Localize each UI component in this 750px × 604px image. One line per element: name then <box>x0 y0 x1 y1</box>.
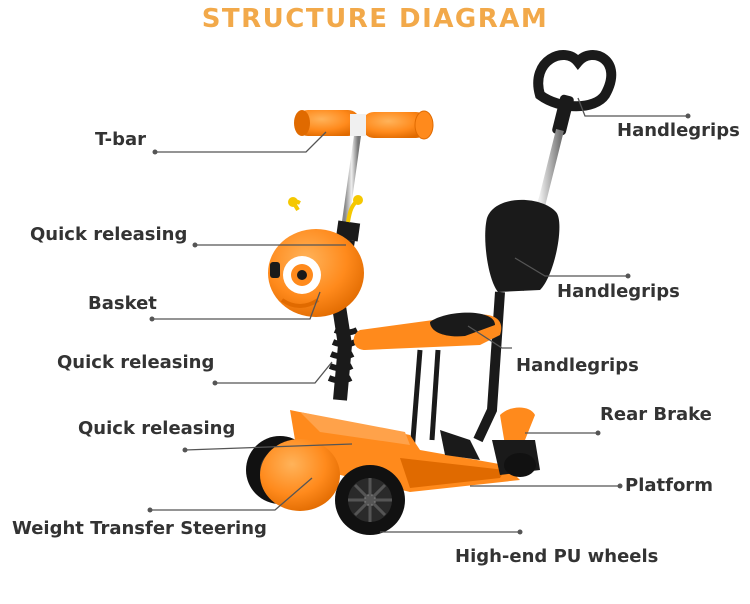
label-quick-releasing-1: Quick releasing <box>30 224 188 245</box>
label-rear-brake: Rear Brake <box>600 404 712 425</box>
seat <box>353 312 502 453</box>
leader-handlegrips-seat <box>467 325 512 349</box>
label-handlegrips-top: Handlegrips <box>617 120 740 141</box>
label-platform: Platform <box>625 475 713 496</box>
leader-t-bar <box>155 131 327 153</box>
leader-quick-releasing-2 <box>215 361 333 384</box>
label-basket: Basket <box>88 293 157 314</box>
diagram-title: STRUCTURE DIAGRAM <box>201 4 549 34</box>
platform <box>290 410 520 492</box>
label-handlegrips-seat-back: Handlegrips <box>557 281 680 302</box>
label-pu-wheels: High-end PU wheels <box>455 546 659 567</box>
leader-handlegrips-seat-back <box>514 257 628 277</box>
t-bar <box>294 110 434 140</box>
rear-wheel <box>504 453 536 477</box>
leader-dots <box>147 113 691 535</box>
leader-weight-transfer <box>150 477 313 511</box>
leader-basket <box>152 291 321 320</box>
label-quick-releasing-2: Quick releasing <box>57 352 215 373</box>
front-wheels <box>246 436 405 535</box>
leader-quick-releasing-3 <box>184 443 353 451</box>
bee-basket <box>268 195 364 317</box>
label-weight-transfer-steering: Weight Transfer Steering <box>12 518 267 539</box>
leader-lines <box>150 97 688 533</box>
label-handlegrips-seat: Handlegrips <box>516 355 639 376</box>
leader-handlegrips-top <box>577 97 688 117</box>
label-t-bar: T-bar <box>95 129 147 150</box>
label-quick-releasing-3: Quick releasing <box>78 418 236 439</box>
